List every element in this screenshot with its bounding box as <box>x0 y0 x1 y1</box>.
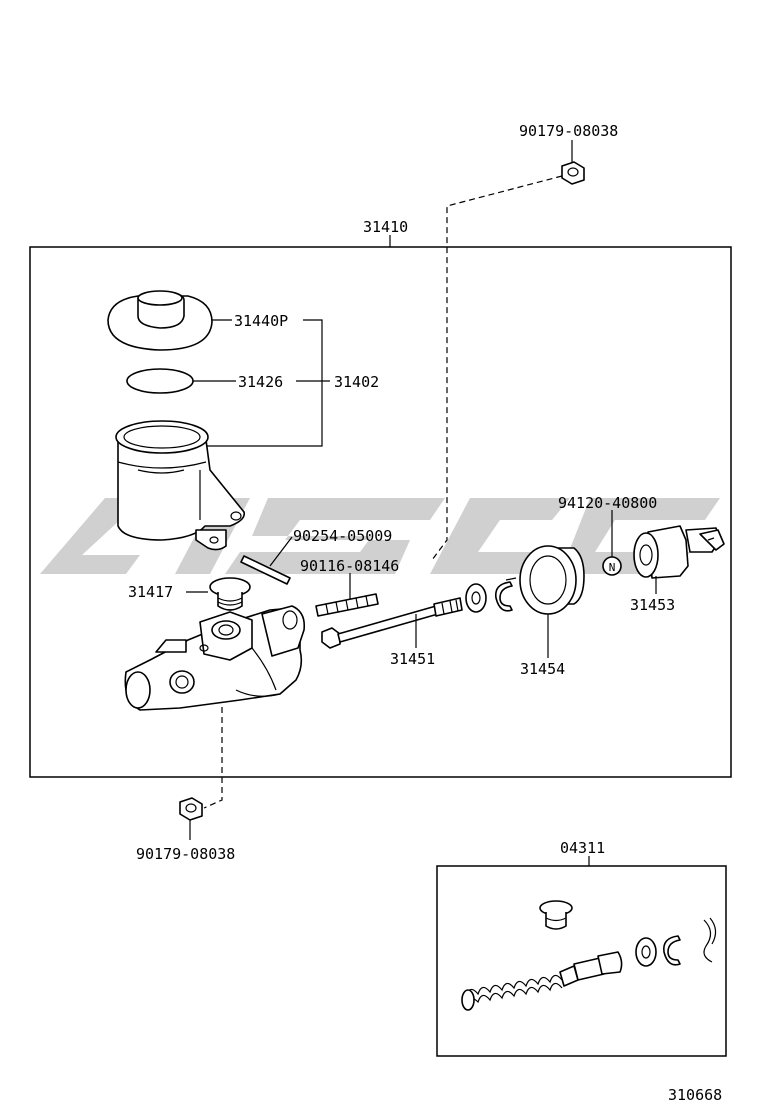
label-nut-bottom: 90179-08038 <box>136 845 235 863</box>
reservoir-body-icon <box>115 420 246 551</box>
leader-90254 <box>269 536 293 567</box>
kit-snap-ring-icon <box>662 935 681 966</box>
kit-piston-spring-icon <box>461 951 623 1011</box>
kit-washer-icon <box>635 937 657 967</box>
washer-n-icon: N <box>602 556 622 576</box>
diagram-id: 310668 <box>668 1086 722 1104</box>
dashed-line-bottom <box>203 697 223 809</box>
kit-clip-icon <box>703 917 717 963</box>
clevis-icon <box>633 525 725 579</box>
label-90116: 90116-08146 <box>300 557 399 575</box>
grommet-icon <box>519 545 585 615</box>
label-31410: 31410 <box>363 218 408 236</box>
bracket-31402 <box>206 319 323 447</box>
washer-icon <box>465 583 487 613</box>
label-31451: 31451 <box>390 650 435 668</box>
label-31453: 31453 <box>630 596 675 614</box>
label-31417: 31417 <box>128 583 173 601</box>
label-31426: 31426 <box>238 373 283 391</box>
label-nut-top: 90179-08038 <box>519 122 618 140</box>
nut-bottom-icon <box>179 797 203 821</box>
repair-kit-frame <box>436 865 727 1057</box>
push-rod-icon <box>321 597 463 649</box>
master-cylinder-body-icon <box>124 605 306 711</box>
label-31454: 31454 <box>520 660 565 678</box>
union-plug-icon <box>209 577 251 611</box>
snap-ring-icon <box>494 577 517 612</box>
pin-icon <box>240 555 291 585</box>
dashed-line-top <box>431 175 563 561</box>
kit-plug-icon <box>539 900 573 930</box>
nut-top-icon <box>561 161 585 185</box>
label-31440P: 31440P <box>234 312 288 330</box>
master-cylinder-frame <box>29 246 732 778</box>
reservoir-cap-icon <box>107 290 213 351</box>
label-94120: 94120-40800 <box>558 494 657 512</box>
n-mark-label: N <box>609 561 616 574</box>
cap-gasket-icon <box>126 368 194 394</box>
label-31402: 31402 <box>334 373 379 391</box>
label-90254: 90254-05009 <box>293 527 392 545</box>
stud-bolt-icon <box>315 593 379 617</box>
label-04311: 04311 <box>560 839 605 857</box>
